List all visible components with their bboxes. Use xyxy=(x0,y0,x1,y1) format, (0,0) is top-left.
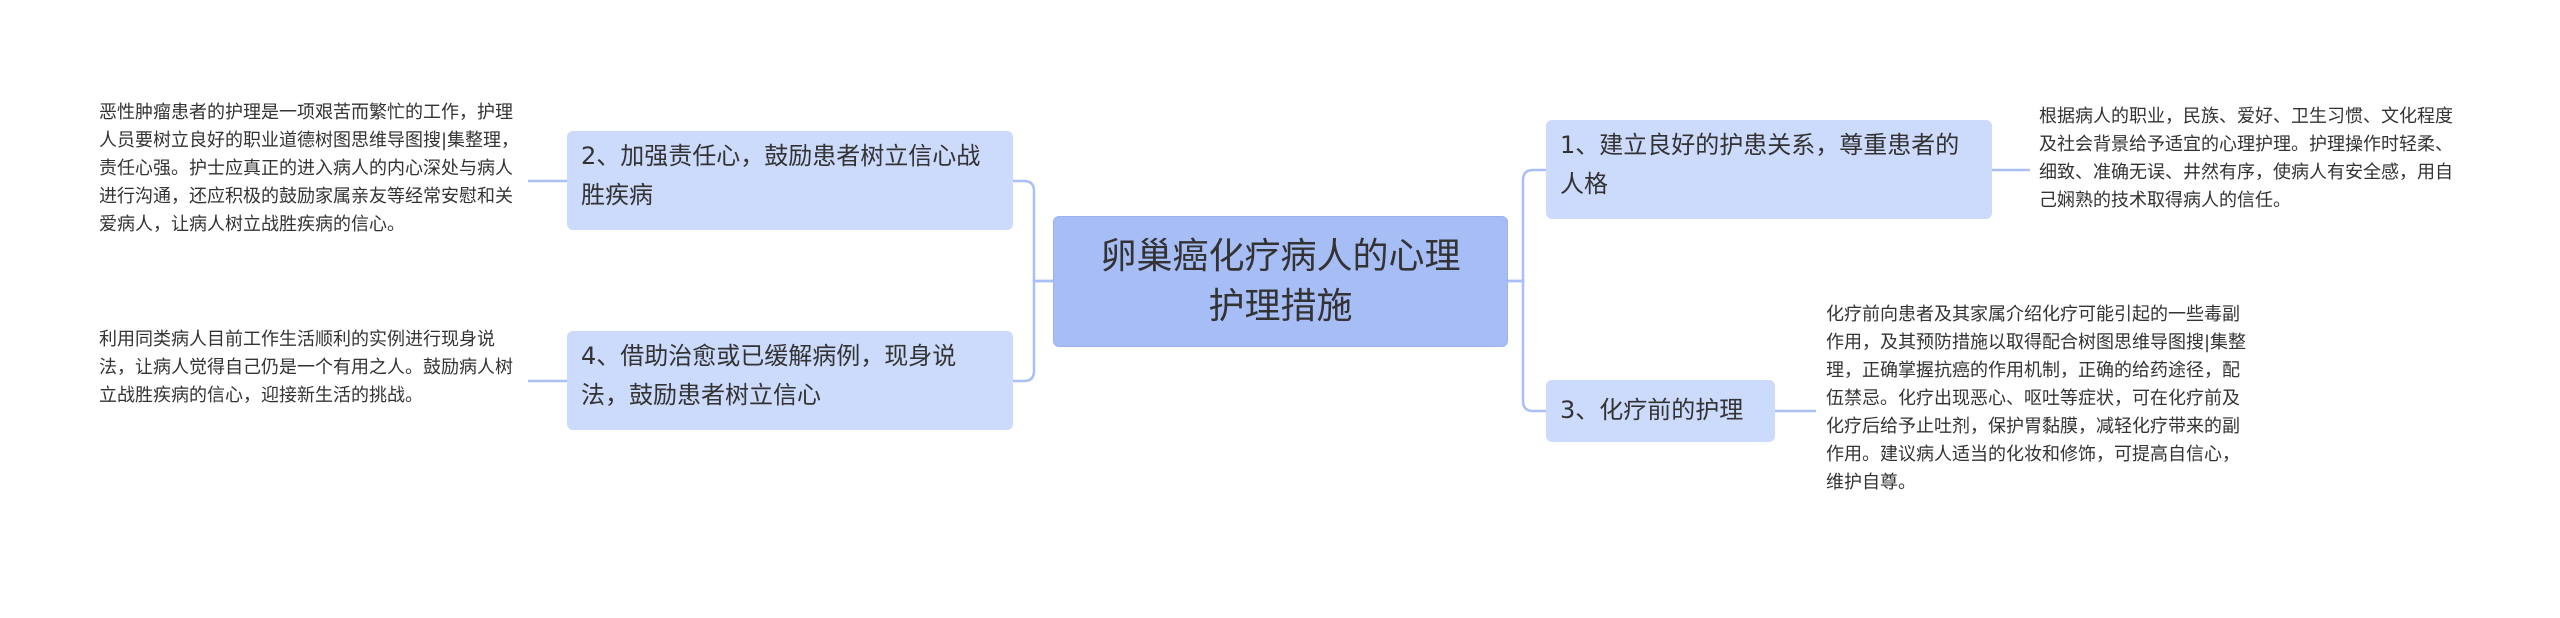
branch-3-label: 3、化疗前的护理 xyxy=(1560,396,1744,424)
branch-2-label: 2、加强责任心，鼓励患者树立信心战胜疾病 xyxy=(581,142,981,209)
branch-4-label: 4、借助治愈或已缓解病例，现身说法，鼓励患者树立信心 xyxy=(581,342,957,409)
central-topic-label: 卵巢癌化疗病人的心理护理措施 xyxy=(1100,236,1461,327)
connector-center-to-branch-2 xyxy=(1013,179,1053,283)
branch-node-4[interactable]: 4、借助治愈或已缓解病例，现身说法，鼓励患者树立信心 xyxy=(567,331,1013,430)
connector-center-to-branch-1 xyxy=(1508,168,1546,283)
connector-center-to-branch-3 xyxy=(1508,279,1546,413)
central-topic[interactable]: 卵巢癌化疗病人的心理护理措施 xyxy=(1053,216,1508,347)
leaf-note-1: 根据病人的职业，民族、爱好、卫生习惯、文化程度及社会背景给予适宜的心理护理。护理… xyxy=(2039,106,2453,211)
branch-node-3[interactable]: 3、化疗前的护理 xyxy=(1546,380,1775,442)
branch-node-1[interactable]: 1、建立良好的护患关系，尊重患者的人格 xyxy=(1546,120,1992,219)
leaf-note-3: 化疗前向患者及其家属介绍化疗可能引起的一些毒副作用，及其预防措施以取得配合树图思… xyxy=(1826,304,2247,493)
branch-node-2[interactable]: 2、加强责任心，鼓励患者树立信心战胜疾病 xyxy=(567,131,1013,230)
leaf-note-4: 利用同类病人目前工作生活顺利的实例进行现身说法，让病人觉得自己仍是一个有用之人。… xyxy=(99,329,513,406)
branch-1-label: 1、建立良好的护患关系，尊重患者的人格 xyxy=(1560,131,1960,198)
leaf-note-2: 恶性肿瘤患者的护理是一项艰苦而繁忙的工作，护理人员要树立良好的职业道德树图思维导… xyxy=(99,102,520,235)
connector-center-to-branch-4 xyxy=(1013,279,1053,383)
